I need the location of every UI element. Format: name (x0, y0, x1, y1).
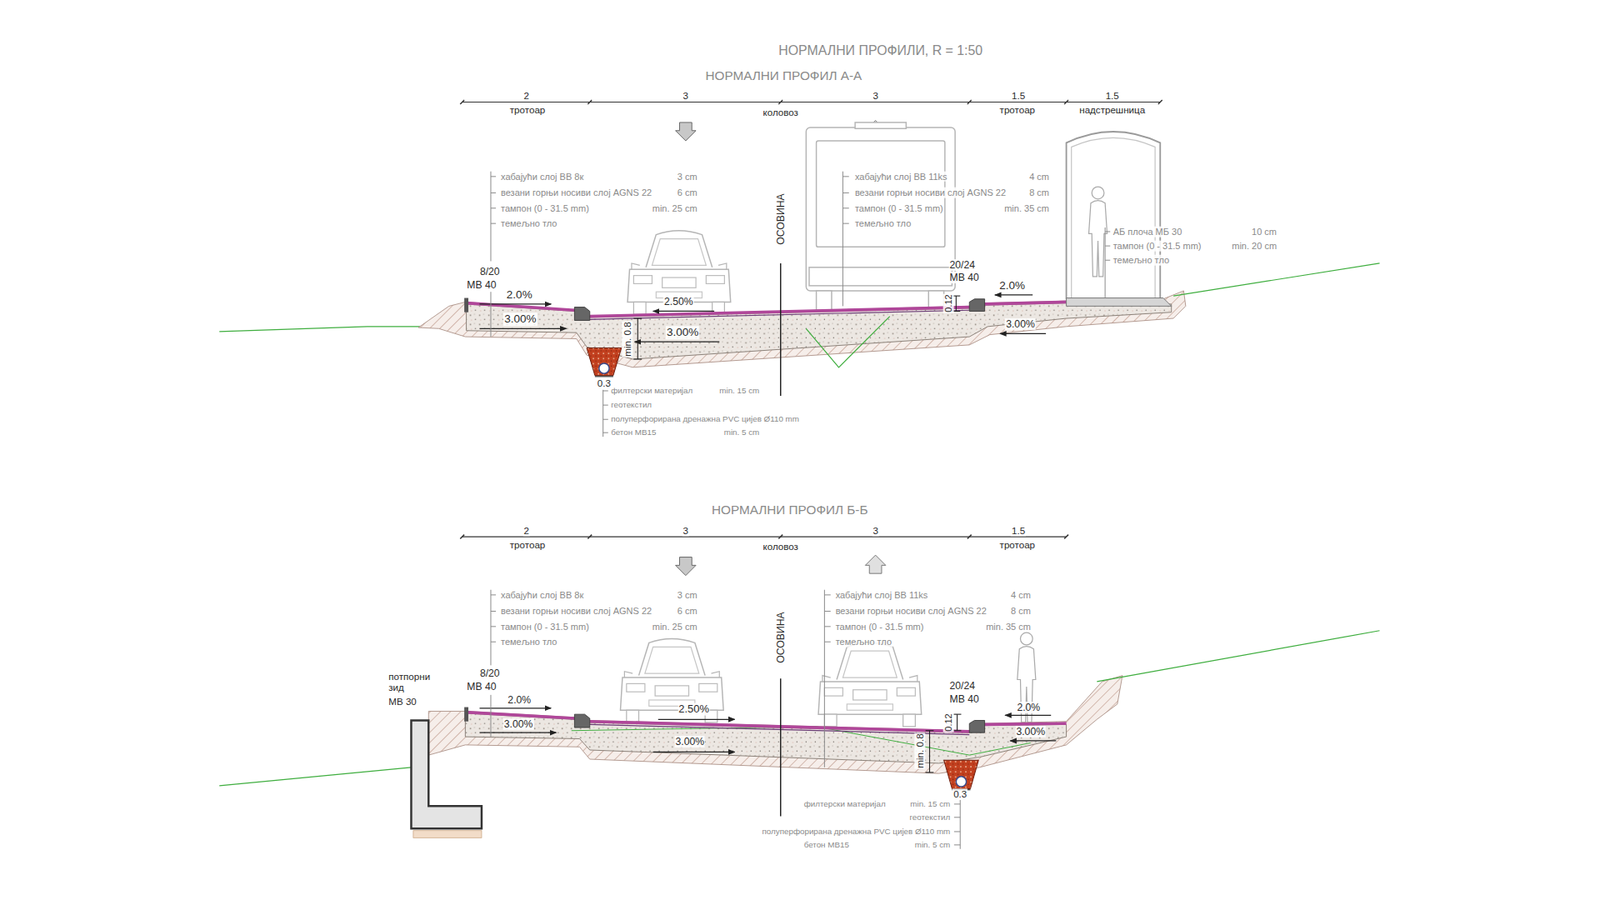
layer-note: тампон (0 - 31.5 mm) (500, 621, 590, 633)
drain-thickness: min. 15 cm (718, 385, 760, 395)
layer-thickness: 10 cm (1250, 226, 1278, 238)
height-dimension: 0.12 (942, 712, 954, 732)
drain-note: геотекстил (610, 400, 653, 410)
dimension-value: 1.5 (1010, 525, 1026, 536)
slope-label: 3.00% (1015, 725, 1046, 738)
depth-dimension: min. 0.8 (915, 733, 926, 770)
dimension-value: 3 (682, 90, 690, 101)
dimension-label: тротоар (509, 105, 546, 116)
height-dimension: 0.12 (942, 293, 954, 313)
curb-size: 20/24 (948, 680, 976, 692)
dimension-label: коловоз (762, 541, 800, 553)
layer-note: тампон (0 - 31.5 mm) (1112, 240, 1203, 252)
curb-size: 8/20 (479, 265, 501, 278)
layer-note: темељно тло (500, 218, 558, 230)
width-dimension: 0.3 (952, 788, 968, 800)
slope-label: 3.00% (503, 718, 535, 730)
curb-concrete: МВ 40 (949, 271, 980, 284)
drain-thickness: min. 5 cm (723, 428, 760, 438)
drain-note: геотекстил (908, 812, 951, 822)
layer-thickness: 4 cm (1010, 590, 1032, 601)
layer-note: везани горњи носиви слој AGNS 22 (500, 187, 653, 199)
slope-label: 3.00% (665, 325, 700, 340)
drain-note: бетон МВ15 (803, 840, 850, 850)
dimension-value: 3 (871, 525, 879, 536)
dimension-value: 3 (682, 525, 690, 536)
drain-thickness: min. 5 cm (914, 840, 951, 850)
slope-label: 2.50% (663, 295, 695, 308)
curb-concrete: МВ 40 (465, 279, 497, 291)
curb-concrete: МВ 40 (949, 693, 980, 705)
layer-note: темељно тло (835, 636, 893, 648)
dimension-value: 2 (523, 90, 530, 101)
slope-label: 2.0% (506, 694, 532, 706)
layer-thickness: 8 cm (1010, 605, 1032, 617)
layer-note: везани горњи носиви слој AGNS 22 (500, 605, 653, 617)
dimension-value: 1.5 (1010, 90, 1026, 101)
drain-note: полуперфорирана дренажна PVC цијев Ø110 … (610, 415, 800, 425)
layer-thickness: 4 cm (1028, 171, 1050, 183)
slope-label: 2.0% (998, 279, 1026, 293)
dimension-value: 2 (523, 525, 530, 536)
layer-note: везани горњи носиви слој AGNS 22 (835, 605, 988, 617)
layer-note: везани горњи носиви слој AGNS 22 (854, 187, 1007, 199)
layer-note: хабајући слој ВВ 8к (500, 590, 585, 601)
slope-label: 3.00% (1005, 318, 1036, 330)
wall-concrete: МВ 30 (387, 696, 418, 708)
drain-note: бетон МВ15 (610, 428, 657, 438)
curb-concrete: МВ 40 (465, 680, 497, 693)
dimension-label: надстрешница (1078, 105, 1146, 116)
dimension-label: тротоар (999, 539, 1036, 550)
layer-note: тампон (0 - 31.5 mm) (854, 202, 945, 214)
layer-note: темељно тло (854, 218, 912, 230)
wall-label: потпорни зид (387, 670, 447, 694)
curb-size: 8/20 (479, 667, 501, 680)
drain-note: филтерски материјал (803, 799, 887, 809)
slope-label: 2.50% (677, 703, 710, 716)
layer-thickness: min. 25 cm (651, 621, 699, 633)
dimension-label: коловоз (762, 106, 800, 118)
curb-size: 20/24 (948, 259, 976, 271)
layer-thickness: 3 cm (676, 590, 699, 601)
drain-thickness: min. 15 cm (909, 799, 951, 809)
layer-note: хабајући слој ВВ 11ks (854, 171, 949, 183)
layer-thickness: min. 35 cm (985, 621, 1032, 633)
dimension-label: тротоар (999, 105, 1036, 116)
dimension-value: 1.5 (1105, 90, 1120, 101)
layer-note: хабајући слој ВВ 8к (500, 171, 585, 183)
axis-label: ОСОВИНА (775, 611, 787, 665)
axis-label: ОСОВИНА (775, 193, 787, 246)
layer-note: тампон (0 - 31.5 mm) (500, 202, 590, 214)
slope-label: 3.00% (674, 735, 705, 748)
layer-thickness: 8 cm (1028, 187, 1050, 199)
slope-label: 2.0% (1015, 701, 1041, 714)
layer-note: хабајући слој ВВ 11ks (835, 590, 930, 601)
dimension-label: тротоар (509, 539, 546, 550)
width-dimension: 0.3 (596, 378, 612, 390)
drain-note: филтерски материјал (610, 385, 694, 395)
layer-note: тампон (0 - 31.5 mm) (835, 621, 925, 633)
layer-thickness: min. 35 cm (1003, 202, 1050, 214)
dimension-value: 3 (871, 90, 879, 101)
slope-label: 2.0% (505, 288, 534, 302)
layer-thickness: min. 25 cm (651, 202, 699, 214)
section-title: НОРМАЛНИ ПРОФИЛ А-А (705, 68, 864, 84)
section-title: НОРМАЛНИ ПРОФИЛ Б-Б (710, 502, 869, 518)
drawing-title: НОРМАЛНИ ПРОФИЛИ, R = 1:50 (777, 43, 984, 59)
drain-note: полуперфорирана дренажна PVC цијев Ø110 … (761, 826, 952, 836)
layer-thickness: 6 cm (676, 187, 699, 199)
layer-note: АБ плоча МБ 30 (1112, 226, 1184, 238)
slope-label: 3.00% (503, 312, 537, 326)
layer-thickness: min. 20 cm (1230, 240, 1278, 252)
layer-thickness: 6 cm (676, 605, 699, 617)
layer-thickness: 3 cm (676, 171, 699, 183)
depth-dimension: min. 0.8 (621, 320, 633, 357)
layer-note: темељно тло (1112, 255, 1170, 266)
layer-note: темељно тло (500, 636, 558, 648)
